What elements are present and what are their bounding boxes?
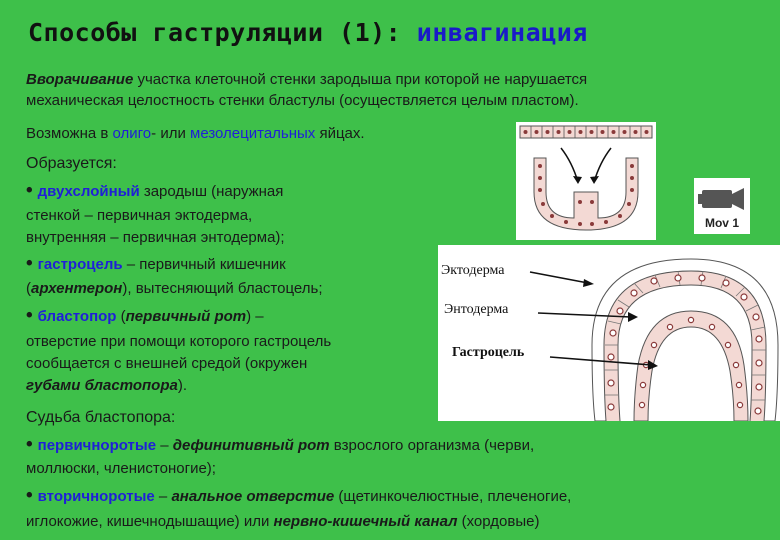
gastrocoel-cavity — [650, 341, 732, 421]
forms-b1-line-3: внутренняя – первичная энтодерма); — [26, 229, 285, 246]
forms-b3-primary-mouth: первичный рот — [125, 308, 247, 325]
forms-b2-archenteron: архентерон — [31, 280, 123, 297]
bullet-dot: • — [26, 180, 33, 201]
forms-b3-line-4: губами бластопора). — [26, 376, 187, 395]
fate-b2-dash: – — [154, 488, 172, 505]
fate-b2-line-2: иглокожие, кишечнодышащие) или нервно-ки… — [26, 512, 539, 531]
fate-b2-pre: иглокожие, кишечнодышащие) или — [26, 513, 274, 530]
fate-b2-tail: (хордовые) — [457, 513, 540, 530]
intro-term: Вворачивание — [26, 71, 134, 88]
forms-b3-line-2: отверстие при помощи которого гастроцель — [26, 333, 332, 350]
fate-b2-neural-canal: нервно-кишечный канал — [273, 513, 458, 530]
gastrula-diagram: Эктодерма Энтодерма Гастроцель — [438, 245, 780, 421]
u-cell-layer — [533, 157, 639, 231]
fate-b2-anus: анальное отверстие — [171, 488, 335, 505]
forms-b3-term: бластопор — [37, 308, 117, 325]
video-button[interactable]: Mov 1 — [694, 178, 750, 234]
label-gastrocoel: Гастроцель — [452, 345, 525, 360]
fate-heading-text: Судьба бластопора — [26, 409, 171, 426]
video-label: Mov 1 — [704, 216, 739, 230]
forms-b1-rest: зародыш (наружная — [139, 183, 284, 200]
forms-bullet-3: •бластопор (первичный рот) – — [26, 306, 264, 326]
forms-b3-line-3: сообщается с внешней средой (окружен — [26, 355, 308, 372]
forms-bullet-2: •гастроцель – первичный кишечник — [26, 254, 286, 274]
fate-b2-rest: (щетинкочелюстные, плеченогие, — [334, 488, 572, 505]
forms-b2-rest: – первичный кишечник — [122, 256, 286, 273]
fate-b1-rest: взрослого организма (черви, — [329, 437, 535, 454]
title-highlight: инвагинация — [416, 18, 588, 47]
label-ectoderm: Эктодерма — [441, 263, 505, 278]
video-camera-icon — [698, 188, 744, 210]
fate-b2-term: вторичноротые — [37, 488, 155, 505]
forms-b1-term: двухслойный — [37, 183, 140, 200]
bullet-dot: • — [26, 434, 33, 455]
possible-term-oligo: олиго — [112, 125, 152, 142]
fate-b1-term: первичноротые — [37, 437, 157, 454]
title-text: Способы гаструляции (1): — [28, 18, 417, 47]
label-arrows — [529, 271, 658, 370]
forms-heading-colon: : — [112, 155, 117, 172]
ectoderm-outline — [591, 258, 779, 421]
forms-bullet-1: •двухслойный зародыш (наружная — [26, 181, 283, 201]
forms-heading: Образуется: — [26, 154, 117, 173]
intro-line-1: Вворачивание участка клеточной стенки за… — [26, 70, 587, 89]
forms-b2-pre: ( — [26, 280, 31, 297]
top-cell-strip — [519, 125, 653, 139]
endoderm-layer — [633, 310, 749, 421]
possible-pre: Возможна в — [26, 125, 113, 142]
possible-post: яйцах. — [315, 125, 365, 142]
label-endoderm: Энтодерма — [444, 302, 509, 317]
possible-line: Возможна в олиго- или мезолецитальных яй… — [26, 124, 365, 143]
small-invagination-svg — [519, 125, 653, 231]
bullet-dot: • — [26, 305, 33, 326]
small-invagination-diagram — [516, 122, 656, 240]
forms-b2-tail: ), вытесняющий бластоцель; — [122, 280, 323, 297]
fate-bullet-2: •вторичноротые – анальное отверстие (щет… — [26, 486, 571, 506]
forms-b3-close: ) – — [246, 308, 264, 325]
forms-b2-line-2: (архентерон), вытесняющий бластоцель; — [26, 279, 322, 298]
fate-b1-definitive-mouth: дефинитивный рот — [172, 437, 330, 454]
fate-b1-line-2: моллюски, членистоногие); — [26, 460, 216, 477]
possible-term-meso: мезолецитальных — [190, 125, 316, 142]
forms-b1-line-2: стенкой – первичная эктодерма, — [26, 207, 253, 224]
fate-heading: Судьба бластопора: — [26, 408, 175, 427]
forms-b3-lips: губами бластопора — [26, 377, 178, 394]
fate-heading-colon: : — [170, 409, 176, 426]
bullet-dot: • — [26, 485, 33, 506]
forms-b3-open: ( — [116, 308, 126, 325]
forms-b3-l4-rest: ). — [177, 377, 187, 394]
possible-mid: - или — [151, 125, 190, 142]
gastrula-svg — [529, 258, 779, 421]
bullet-dot: • — [26, 253, 33, 274]
fate-bullet-1: •первичноротые – дефинитивный рот взросл… — [26, 435, 534, 455]
page-title: Способы гаструляции (1): инвагинация — [28, 18, 588, 47]
fate-b1-dash: – — [156, 437, 173, 454]
intro-text-1: участка клеточной стенки зародыша при ко… — [133, 71, 588, 88]
forms-heading-text: Образуется — [26, 155, 113, 172]
forms-b2-term: гастроцель — [37, 256, 123, 273]
flow-arrows — [560, 147, 612, 183]
intro-line-2: механическая целостность стенки бластулы… — [26, 92, 579, 109]
